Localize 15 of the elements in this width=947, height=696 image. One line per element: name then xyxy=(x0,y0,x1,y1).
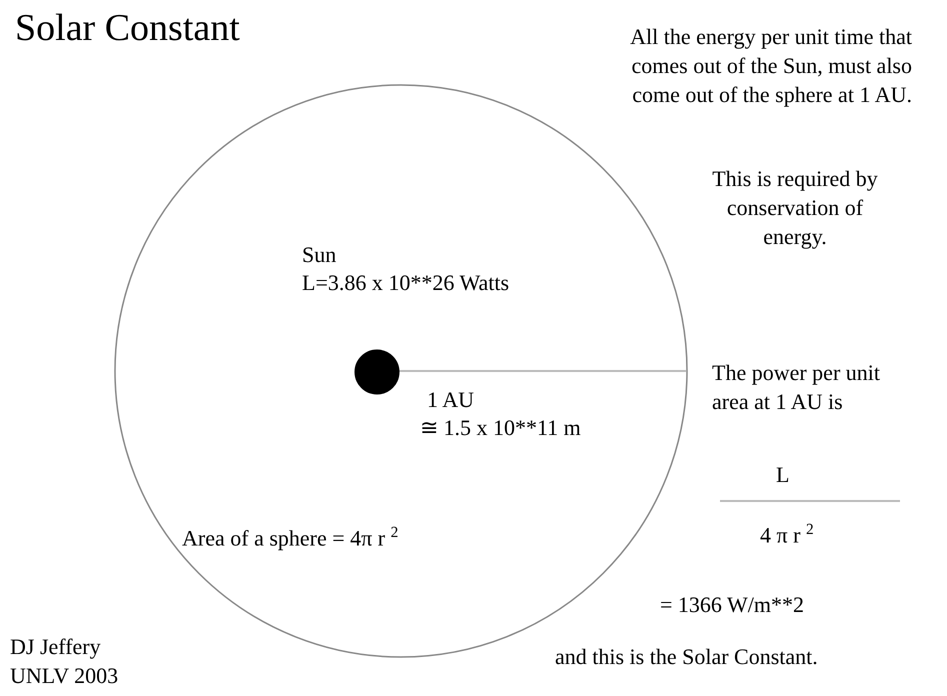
luminosity-value: L=3.86 x 10**26 Watts xyxy=(302,269,510,297)
radius-label: 1 AU xyxy=(427,386,474,414)
sun-label: Sun xyxy=(302,241,336,269)
denominator: 4 π r $^{2}$ xyxy=(760,520,814,550)
area-formula: Area of a sphere = 4π r $^{2}$ xyxy=(182,523,398,552)
title: Solar Constant xyxy=(15,6,240,50)
author-name: DJ Jeffery xyxy=(10,633,101,661)
numerator: L xyxy=(776,461,790,489)
conservation-note: This is required by conservation of energy. xyxy=(711,165,879,251)
result-value: = 1366 W/m**2 xyxy=(660,591,804,619)
credit-text: UNLV 2003 xyxy=(10,662,118,690)
power-text: The power per unit area at 1 AU is xyxy=(712,359,881,416)
distance-value: ≅ 1.5 x 10**11 m xyxy=(420,414,581,442)
conclusion-text: and this is the Solar Constant. xyxy=(555,643,818,671)
explanation-text: All the energy per unit time that comes out of the Sun, must also come out of the sphere at 1 AU. xyxy=(629,23,912,109)
